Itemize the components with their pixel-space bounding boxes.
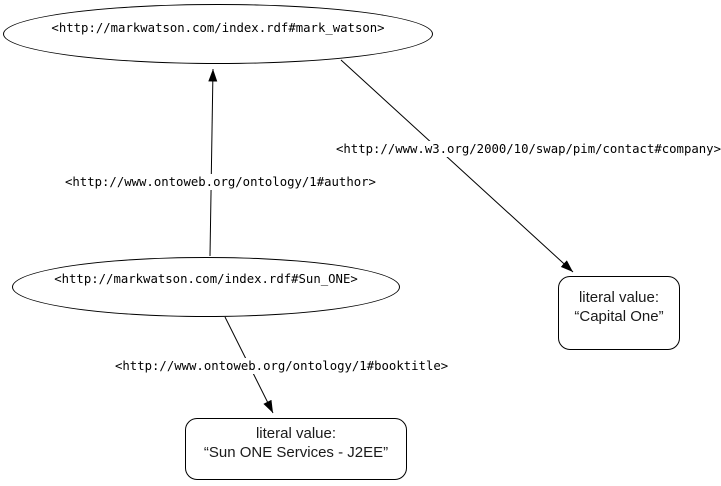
node-sun-one-label: <http://markwatson.com/index.rdf#Sun_ONE… (54, 271, 358, 286)
node-sun-one: <http://markwatson.com/index.rdf#Sun_ONE… (12, 257, 400, 317)
edge-booktitle-label: <http://www.ontoweb.org/ontology/1#bookt… (112, 358, 452, 374)
edge-company-arrow (340, 59, 574, 273)
node-capital-one-literal: literal value: “Capital One” (558, 276, 680, 350)
node-sun-one-services-literal: literal value: “Sun ONE Services - J2EE” (185, 418, 407, 480)
edge-author-label: <http://www.ontoweb.org/ontology/1#autho… (62, 174, 379, 190)
sun-one-services-literal-caption: literal value: (255, 424, 337, 442)
capital-one-literal-caption: literal value: (578, 289, 660, 306)
node-mark-watson-label: <http://markwatson.com/index.rdf#mark_wa… (51, 20, 385, 35)
edge-company-label: <http://www.w3.org/2000/10/swap/pim/cont… (333, 141, 721, 157)
sun-one-services-literal-value: “Sun ONE Services - J2EE” (203, 443, 389, 461)
node-mark-watson: <http://markwatson.com/index.rdf#mark_wa… (3, 4, 433, 64)
edge-author-arrow (208, 68, 218, 257)
capital-one-literal-value: “Capital One” (574, 308, 664, 325)
